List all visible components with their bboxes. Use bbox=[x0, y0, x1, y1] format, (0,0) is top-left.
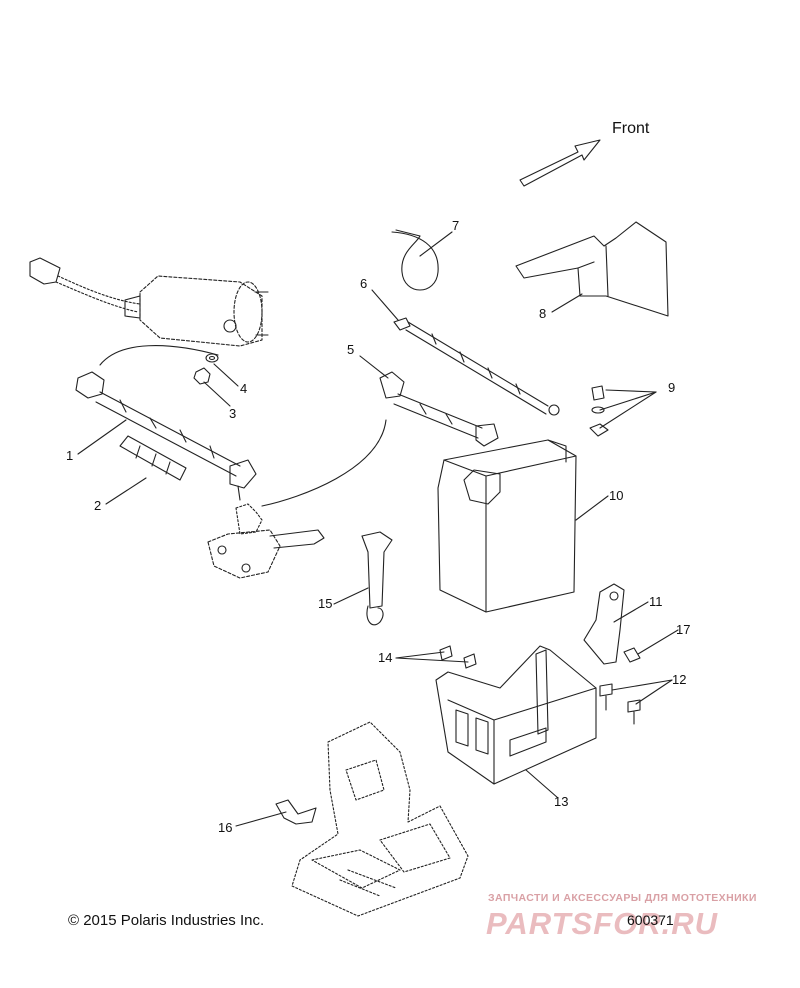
part-17-bolt bbox=[623, 647, 641, 663]
callout-2: 2 bbox=[94, 498, 101, 513]
callout-10: 10 bbox=[609, 488, 623, 503]
part-15-strap bbox=[361, 531, 393, 626]
part-1-cable bbox=[75, 371, 257, 501]
callout-16: 16 bbox=[218, 820, 232, 835]
callout-5: 5 bbox=[347, 342, 354, 357]
callout-12: 12 bbox=[672, 672, 686, 687]
callout-1: 1 bbox=[66, 448, 73, 463]
part-9-hardware bbox=[589, 385, 609, 437]
front-arrow bbox=[519, 139, 601, 187]
callout-17: 17 bbox=[676, 622, 690, 637]
callout-7: 7 bbox=[452, 218, 459, 233]
watermark-logo: PARTSFOR.RU bbox=[486, 906, 719, 941]
starter-lead bbox=[99, 345, 219, 366]
copyright-notice: © 2015 Polaris Industries Inc. bbox=[68, 912, 265, 929]
callout-6: 6 bbox=[360, 276, 367, 291]
mounting-plate bbox=[291, 721, 469, 917]
callout-8: 8 bbox=[539, 306, 546, 321]
part-12-bolts bbox=[599, 683, 641, 725]
callout-9: 9 bbox=[668, 380, 675, 395]
callout-4: 4 bbox=[240, 381, 247, 396]
part-3-nut bbox=[193, 367, 211, 385]
callout-13: 13 bbox=[554, 794, 568, 809]
leader-lines bbox=[77, 231, 679, 827]
part-8-cover bbox=[515, 221, 669, 317]
callout-3: 3 bbox=[229, 406, 236, 421]
part-11-bracket bbox=[583, 583, 625, 665]
drawing-number: 600371 bbox=[627, 912, 674, 928]
part-6-cable bbox=[393, 317, 560, 416]
part-14-clips bbox=[439, 645, 477, 669]
part-2-boot bbox=[119, 435, 187, 481]
callout-numbers: 1 2 3 4 5 6 7 8 9 10 11 12 13 14 15 16 1… bbox=[66, 218, 690, 835]
cable-5-to-solenoid bbox=[261, 419, 387, 507]
part-5-cable bbox=[379, 371, 499, 447]
callout-11: 11 bbox=[649, 594, 663, 609]
part-4-washer bbox=[205, 353, 219, 363]
part-13-tray bbox=[435, 645, 597, 785]
callout-15: 15 bbox=[318, 596, 332, 611]
front-label: Front bbox=[612, 120, 650, 137]
callout-14: 14 bbox=[378, 650, 392, 665]
part-16-pin bbox=[275, 799, 317, 825]
watermark-caption: ЗАПЧАСТИ И АКСЕССУАРЫ ДЛЯ МОТОТЕХНИКИ bbox=[488, 892, 757, 904]
solenoid bbox=[207, 503, 325, 579]
part-7-tie bbox=[391, 229, 439, 291]
starter-motor bbox=[29, 257, 269, 347]
part-10-battery bbox=[437, 439, 577, 613]
